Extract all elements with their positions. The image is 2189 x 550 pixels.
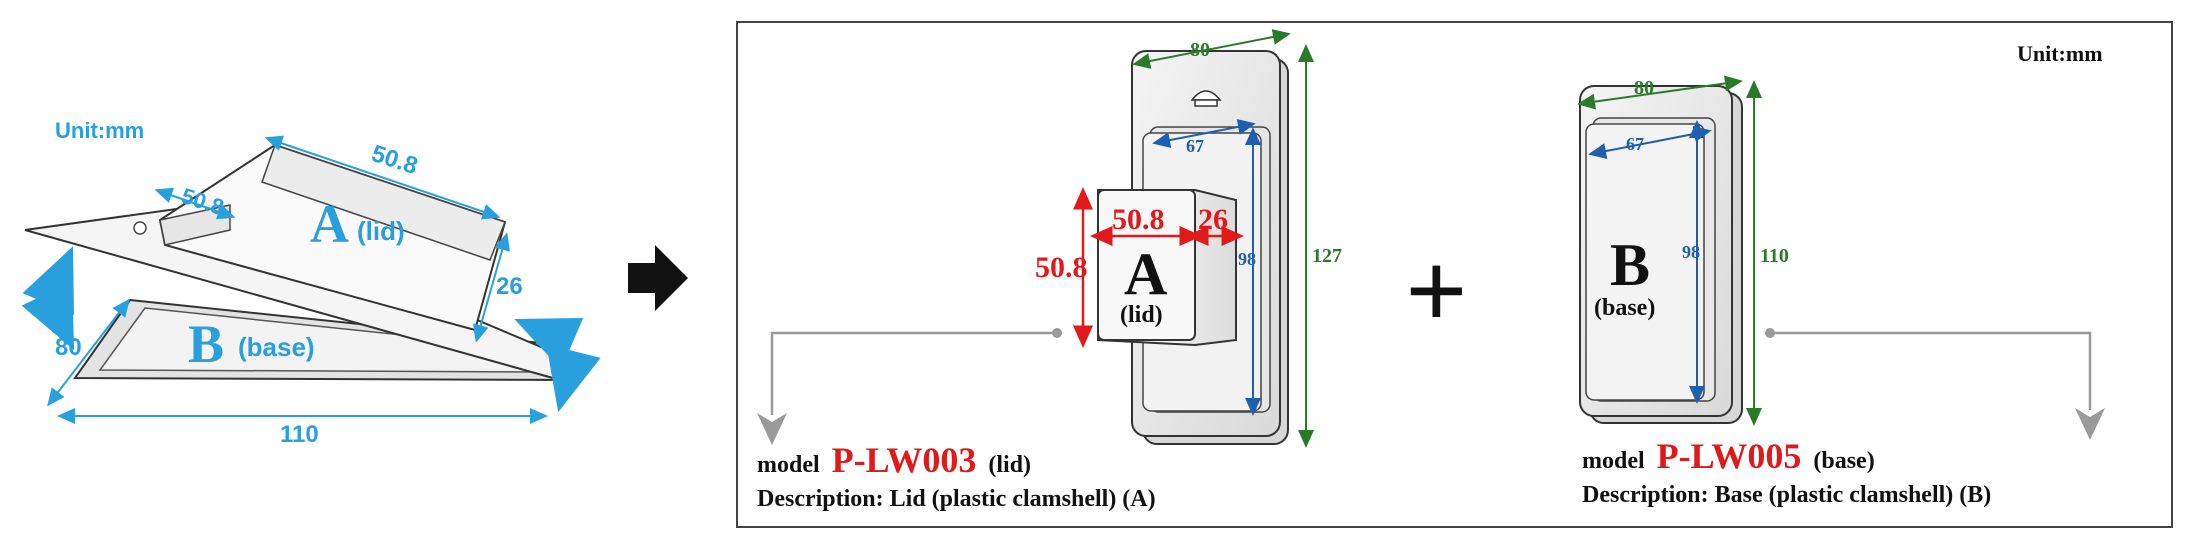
left-unit-label: Unit:mm	[55, 118, 144, 143]
lid-description: Description: Lid (plastic clamshell) (A)	[757, 486, 1156, 512]
base-leader-line	[1765, 328, 2105, 440]
base-card-letter: B	[1610, 232, 1650, 298]
dim-card-length: 110	[280, 421, 319, 448]
lid-letter: A	[310, 194, 349, 254]
left-isometric-diagram: Unit:mm A (lid) B (base) 50.8 50.8 26 80…	[21, 118, 601, 448]
base-card-word: (base)	[1594, 295, 1655, 321]
base-card-front	[1579, 85, 1743, 424]
base-dim-inner-width: 67	[1626, 134, 1644, 154]
lid-word: (lid)	[357, 216, 405, 246]
base-model-prefix: model	[1582, 448, 1645, 474]
dim-card-width: 80	[55, 334, 82, 361]
dim-lid-length: 50.8	[368, 140, 421, 180]
lid-dim-inner-width: 67	[1186, 136, 1204, 156]
lid-dim-blister-w: 50.8	[1112, 203, 1165, 236]
base-description: Description: Base (plastic clamshell) (B…	[1582, 482, 1991, 508]
right-panel-frame	[736, 21, 2173, 528]
right-arrow-icon	[628, 245, 688, 311]
lid-model-prefix: model	[757, 452, 820, 478]
lid-model-line: model P-LW003 (lid)	[757, 440, 1031, 480]
lid-dim-blister-d: 26	[1198, 203, 1228, 236]
right-unit-label: Unit:mm	[2017, 41, 2103, 66]
base-dim-width: 80	[1634, 77, 1654, 99]
lid-dim-inner-height: 98	[1238, 249, 1256, 269]
lid-card-word: (lid)	[1120, 302, 1163, 328]
lid-dim-width: 80	[1190, 39, 1210, 61]
lid-dim-blister-h: 50.8	[1035, 251, 1088, 284]
base-dim-height: 110	[1760, 245, 1789, 267]
base-letter: B	[188, 314, 224, 374]
base-model-line: model P-LW005 (base)	[1582, 436, 1875, 476]
lid-model-suffix: (lid)	[988, 452, 1031, 478]
base-dim-inner-height: 98	[1682, 242, 1700, 262]
base-word: (base)	[238, 332, 315, 362]
rotate-arrow-left-icon	[21, 246, 75, 351]
lid-leader-line	[757, 328, 1062, 445]
plus-sign: +	[1405, 230, 1468, 352]
lid-card-letter: A	[1124, 241, 1167, 307]
base-model-suffix: (base)	[1813, 448, 1874, 474]
rotate-arrow-right-icon	[514, 318, 601, 413]
lid-model-code: P-LW003	[832, 440, 977, 480]
dim-lid-depth: 26	[496, 273, 523, 300]
base-model-code: P-LW005	[1657, 436, 1802, 476]
lid-dim-height: 127	[1312, 245, 1342, 267]
